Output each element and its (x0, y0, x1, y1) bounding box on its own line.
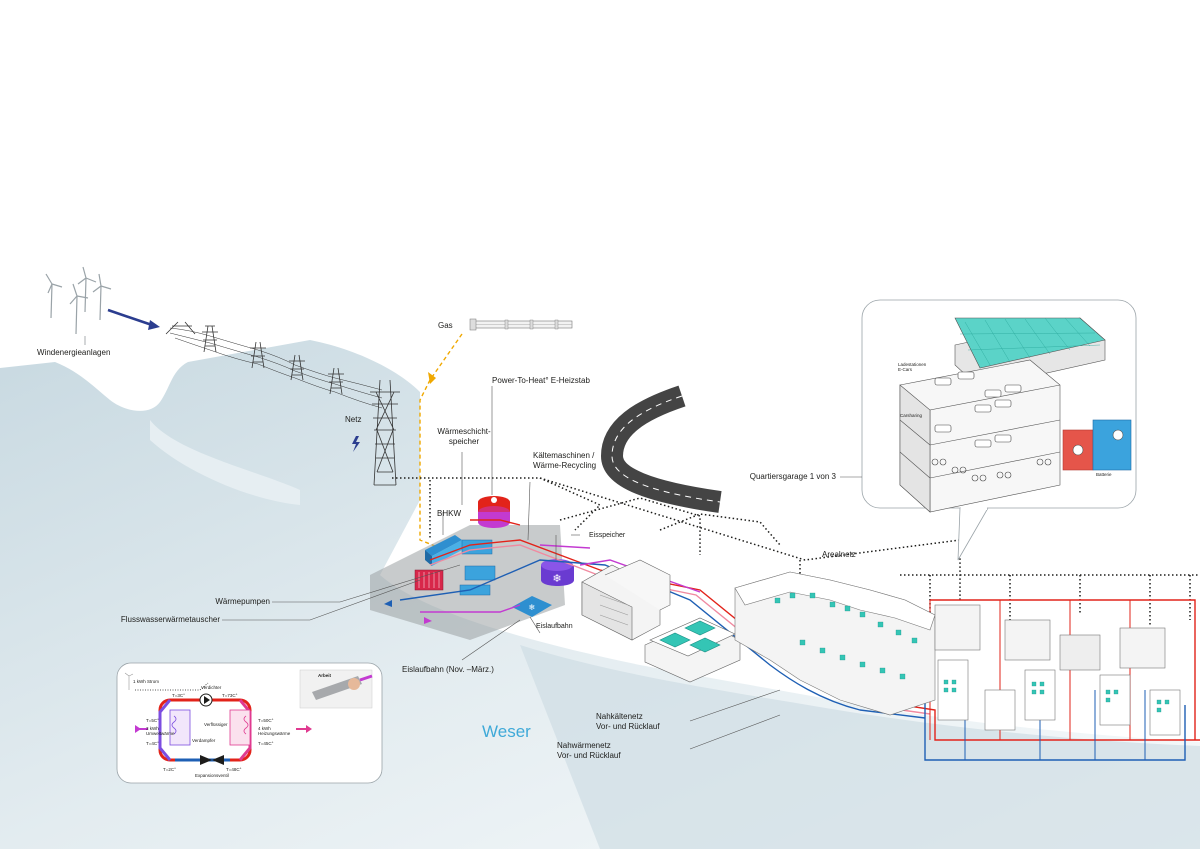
label-heat-net-1: Nahwärmenetz (557, 741, 611, 750)
label-charging-1: Ladestationen (898, 362, 927, 367)
leader-lines (222, 386, 862, 750)
label-wind: Windenergieanlagen (37, 348, 111, 357)
label-river-exchanger: Flusswasserwärmetauscher (120, 615, 220, 624)
label-storage-1: Wärmeschicht- (437, 427, 491, 436)
label-garage: Quartiersgarage 1 von 3 (749, 472, 836, 481)
label-river: Weser (482, 722, 531, 741)
ice-rink-icon: ❄ (512, 596, 552, 617)
label-t-bl: T=2C° (163, 767, 176, 772)
label-env-heat-1: 3 kWh (146, 726, 159, 731)
windows-c (774, 592, 918, 680)
flow-arrows (384, 600, 432, 624)
label-heating-2: Heizungswärme (258, 731, 291, 736)
right-building-cluster (934, 604, 1181, 736)
label-storage-2: speicher (448, 437, 480, 446)
label-power-in: 1 kWh Strom (133, 679, 160, 684)
building-block-a (581, 559, 671, 641)
label-area-net: Arealnetz (822, 550, 856, 559)
svg-text:❄: ❄ (529, 603, 536, 612)
gas-supply-line (419, 333, 463, 549)
heat-storage-tank-icon (478, 496, 510, 528)
label-condenser: Verflüssiger (204, 722, 228, 727)
label-t-ml1: T=5C° (146, 718, 159, 723)
label-ice-storage: Eisspeicher (589, 532, 626, 539)
label-heating-1: 4 kWh (258, 726, 271, 731)
label-evaporator: Verdampfer (192, 738, 216, 743)
building-block-b (644, 617, 741, 683)
label-cold-net-2: Vor- und Rücklauf (596, 722, 660, 731)
label-bhkw: BHKW (437, 509, 461, 518)
car-icons (934, 371, 1022, 448)
label-battery: Batterie (1096, 472, 1112, 477)
label-ice-rink: Eislaufbahn (536, 623, 573, 630)
lightning-icon (352, 436, 360, 452)
label-cold-net-1: Nahkältenetz (596, 712, 643, 721)
river-lower-shore (520, 645, 1200, 849)
label-compressor: Verdichter (201, 685, 222, 690)
label-photo-caption: Arbeit (318, 673, 332, 678)
wind-turbines-icon (45, 266, 112, 335)
label-t-tl: T=3C° (172, 693, 185, 698)
label-t-mr1: T=50C° (258, 718, 274, 723)
label-chillers-2: Wärme-Recycling (533, 461, 597, 470)
heat-pump-callout (116, 662, 383, 784)
label-chillers-1: Kältemaschinen / (533, 451, 595, 460)
label-t-br: T=48C° (226, 767, 242, 772)
ice-storage-tank-icon: ❄ (541, 559, 574, 586)
svg-text:❄: ❄ (552, 572, 561, 585)
label-heat-net-2: Vor- und Rücklauf (557, 751, 621, 760)
label-t-tr: T=73C° (222, 693, 238, 698)
label-charging-2: E-Cars (898, 367, 913, 372)
label-env-heat-2: Umweltwärme (146, 731, 175, 736)
label-t-ml2: T=4C° (146, 741, 159, 746)
river-upper-bank (150, 420, 300, 505)
label-heat-pumps: Wärmepumpen (215, 597, 270, 606)
label-carsharing: Carsharing (900, 413, 923, 418)
building-block-c (734, 571, 936, 716)
road (600, 385, 722, 513)
label-p2h: Power-To-Heat° E-Heizstab (492, 376, 590, 385)
gas-pipe-icon (469, 318, 573, 331)
windows-right (943, 679, 1170, 713)
label-expansion-valve: Expansionsventil (195, 773, 229, 778)
label-gas: Gas (438, 321, 453, 330)
bike-icons (931, 458, 1052, 482)
label-ice-rink-season: Eislaufbahn (Nov. –März.) (402, 665, 494, 674)
pylon-icons (165, 321, 400, 486)
wind-to-grid-arrow (107, 308, 153, 327)
central-plant-platform (370, 525, 565, 640)
label-t-mr2: T=45C° (258, 741, 274, 746)
garage-building-icon (899, 317, 1132, 513)
label-grid: Netz (345, 415, 362, 424)
